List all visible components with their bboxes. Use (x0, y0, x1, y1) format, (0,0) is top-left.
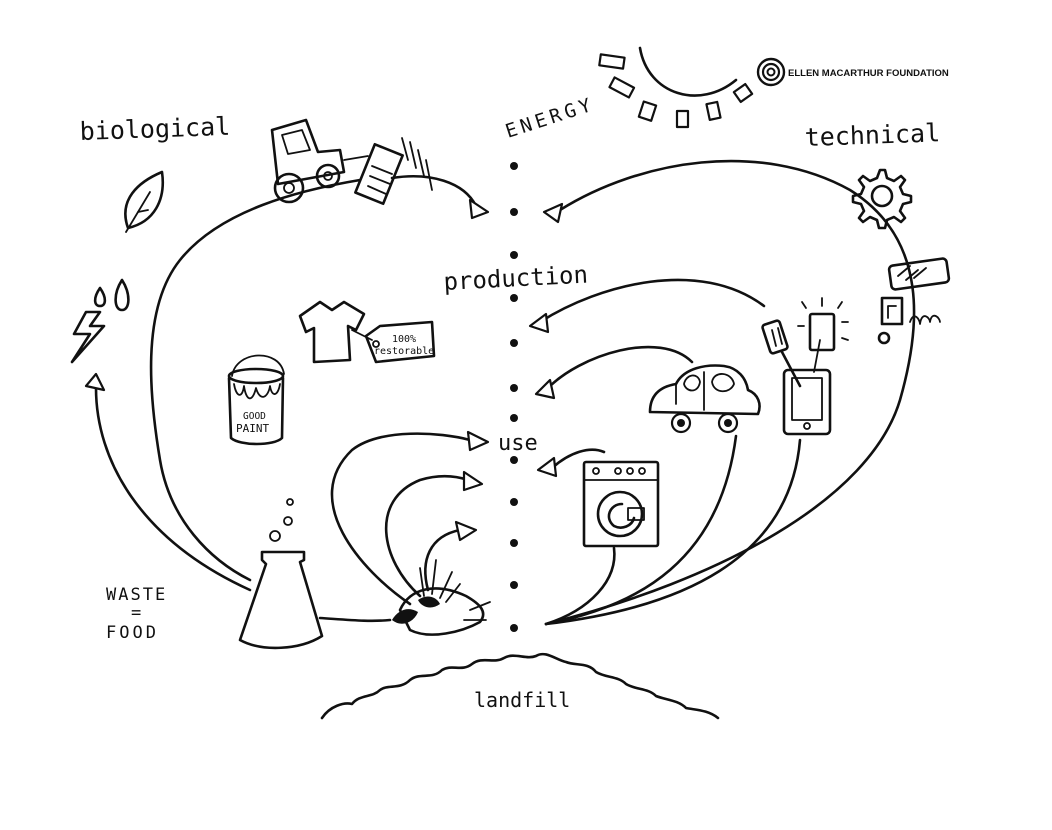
car-icon (648, 364, 761, 434)
production-label: production (443, 260, 589, 296)
landfill-label: landfill (474, 688, 570, 712)
gear-icon (851, 168, 913, 230)
tshirt-tag-line1: 100% (392, 334, 416, 345)
foundation-logo-icon (756, 57, 786, 87)
tshirt-icon: 100% restorable (298, 300, 436, 364)
foundation-logo: ELLEN MACARTHUR FOUNDATION (756, 57, 949, 87)
phone-screen-sparkle (797, 297, 849, 352)
paint-can-icon: GOOD PAINT (227, 354, 285, 446)
energy-label: ENERGY (503, 93, 598, 143)
use-label: use (498, 431, 538, 456)
biological-label: biological (79, 112, 230, 146)
leaf-icon (124, 170, 165, 233)
circuit-parts-icon (877, 257, 951, 345)
spatula-icon (761, 319, 802, 388)
lightning-icon (70, 310, 106, 364)
paint-can-line2: PAINT (236, 422, 269, 435)
paint-can-line1: GOOD (243, 411, 266, 422)
phone-icon (782, 339, 832, 436)
washing-machine-icon (582, 460, 660, 548)
sun-icon (598, 46, 754, 129)
equals-label: = (131, 603, 141, 623)
compost-icon (392, 559, 491, 636)
tractor-icon (270, 118, 433, 206)
food-label: FOOD (106, 623, 159, 643)
technical-label: technical (804, 118, 940, 152)
tshirt-tag-line2: restorable (374, 346, 434, 357)
waste-label: WASTE (106, 585, 167, 605)
flask-icon (238, 498, 324, 650)
water-drops-icon (93, 278, 130, 312)
central-divider (510, 162, 518, 632)
technical-loops (528, 159, 916, 626)
foundation-name: ELLEN MACARTHUR FOUNDATION (788, 68, 949, 79)
landfill-hill-icon (320, 652, 720, 720)
biological-loop (84, 175, 490, 623)
compost-return-arrows (330, 430, 490, 606)
